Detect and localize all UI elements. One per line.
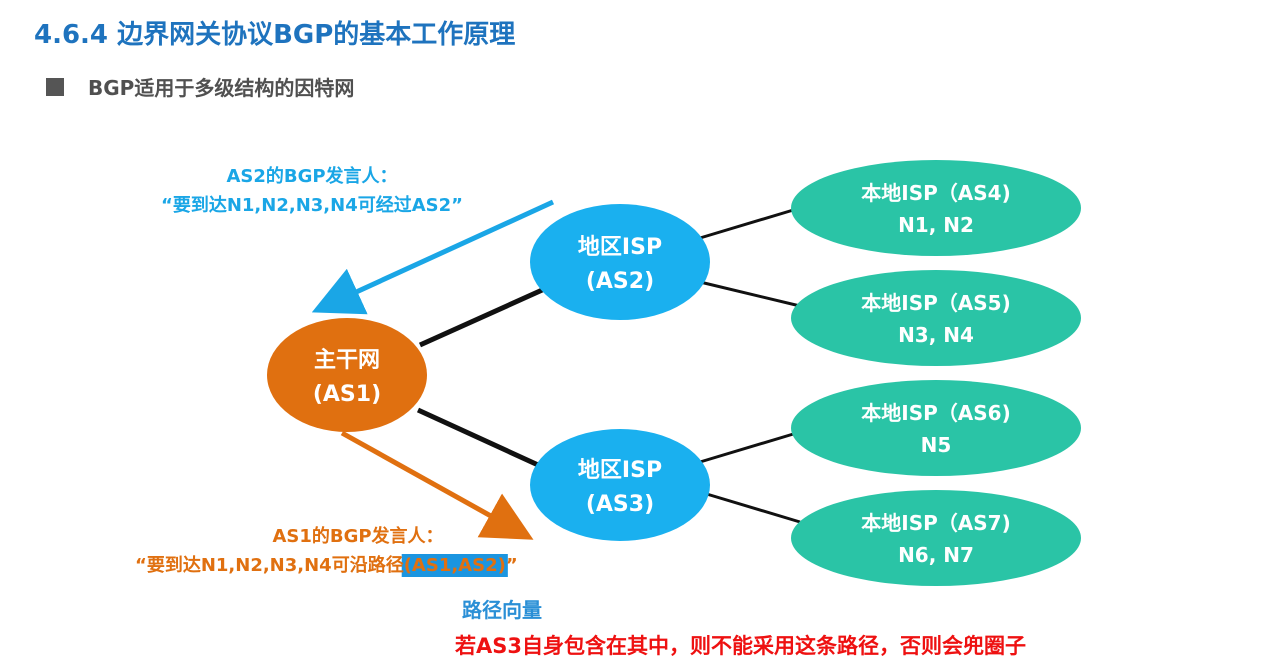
- node-local-as4: 本地ISP（AS4) N1, N2: [791, 160, 1081, 256]
- node-as7-line1: 本地ISP（AS7): [861, 511, 1010, 535]
- as1-announcement-arrow: [340, 430, 534, 540]
- as1-speaker-line1: AS1的BGP发言人：: [272, 525, 443, 547]
- node-as4-line1: 本地ISP（AS4): [861, 181, 1010, 205]
- link-as2-as4: [699, 206, 801, 240]
- node-as6-line1: 本地ISP（AS6): [861, 401, 1010, 425]
- as1-speaker-prefix: “要到达N1,N2,N3,N4可沿路径: [135, 554, 404, 576]
- node-backbone-line2: (AS1): [313, 382, 381, 407]
- node-local-as5: 本地ISP（AS5) N3, N4: [791, 270, 1081, 366]
- as2-announcement-arrow: [311, 199, 555, 315]
- as1-speaker-path: (AS1,AS2): [404, 555, 506, 576]
- node-backbone-as1: 主干网 (AS1): [267, 318, 427, 432]
- node-as6-line2: N5: [921, 433, 952, 457]
- page-title: 4.6.4 边界网关协议BGP的基本工作原理: [34, 20, 516, 50]
- node-as3-line1: 地区ISP: [578, 458, 662, 483]
- loop-warning-note: 若AS3自身包含在其中，则不能采用这条路径，否则会兜圈子: [455, 634, 1026, 658]
- node-as2-line1: 地区ISP: [578, 235, 662, 260]
- node-as3-line2: (AS3): [586, 492, 654, 517]
- link-as2-as5: [699, 280, 801, 308]
- link-as1-as3: [416, 407, 562, 478]
- node-local-as7: 本地ISP（AS7) N6, N7: [791, 490, 1081, 586]
- link-as1-as2: [418, 279, 562, 348]
- path-vector-label: 路径向量: [462, 598, 542, 622]
- node-as7-line2: N6, N7: [898, 543, 974, 567]
- node-as5-line2: N3, N4: [898, 323, 974, 347]
- node-regional-as3: 地区ISP (AS3): [530, 429, 710, 541]
- node-backbone-line1: 主干网: [314, 348, 380, 373]
- bullet-text: BGP适用于多级结构的因特网: [88, 76, 355, 100]
- as2-speaker-annotation: AS2的BGP发言人： “要到达N1,N2,N3,N4可经过AS2”: [161, 165, 463, 216]
- link-as3-as7: [699, 490, 801, 524]
- as1-speaker-line2: “要到达N1,N2,N3,N4可沿路径(AS1,AS2)”: [135, 554, 518, 576]
- node-as4-line2: N1, N2: [898, 213, 974, 237]
- path-highlight-box: [401, 554, 508, 577]
- bullet-point: BGP适用于多级结构的因特网: [46, 72, 354, 101]
- node-local-as6: 本地ISP（AS6) N5: [791, 380, 1081, 476]
- as2-speaker-line2: “要到达N1,N2,N3,N4可经过AS2”: [161, 194, 463, 216]
- link-as3-as6: [699, 430, 801, 464]
- as1-speaker-suffix: ”: [506, 555, 518, 576]
- node-as2-line2: (AS2): [586, 269, 654, 294]
- node-regional-as2: 地区ISP (AS2): [530, 204, 710, 320]
- as1-speaker-annotation: AS1的BGP发言人： “要到达N1,N2,N3,N4可沿路径(AS1,AS2)…: [135, 525, 518, 577]
- node-as5-line1: 本地ISP（AS5): [861, 291, 1010, 315]
- as2-speaker-line1: AS2的BGP发言人：: [226, 165, 397, 187]
- square-bullet-icon: [46, 77, 64, 96]
